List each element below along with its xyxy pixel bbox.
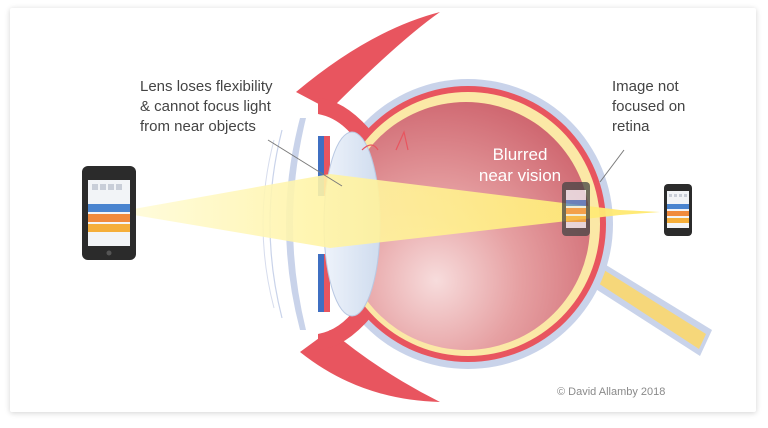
cornea [286,118,306,330]
retina-label-line-1: Image not [612,78,679,95]
blurred-retina-image [562,182,590,236]
blurred-vision-label: Blurred near vision [465,144,575,186]
retina-label-line-3: retina [612,118,650,135]
lens-label-line-2: & cannot focus light [140,98,271,115]
lens-label-line-3: from near objects [140,118,256,135]
upper-eyelid [296,12,440,110]
lens-label: Lens loses flexibility & cannot focus li… [140,77,273,137]
lens-leader-line [267,139,343,187]
focal-phone [664,184,692,236]
ciliary-body-bottom [318,308,372,350]
retina-label-line-2: focused on [612,98,686,115]
blurred-label-line-1: Blurred [492,145,548,164]
light-beam [128,174,660,248]
near-phone [82,166,136,260]
ciliary-body-top [318,98,372,140]
retina-label: Image not focused on retina [612,77,685,137]
copyright-credit: © David Allamby 2018 [557,386,666,398]
blurred-label-line-2: near vision [478,166,562,185]
lower-eyelid [300,330,440,402]
lens-label-line-1: Lens loses flexibility [140,78,273,95]
retina-leader-line [599,149,625,183]
